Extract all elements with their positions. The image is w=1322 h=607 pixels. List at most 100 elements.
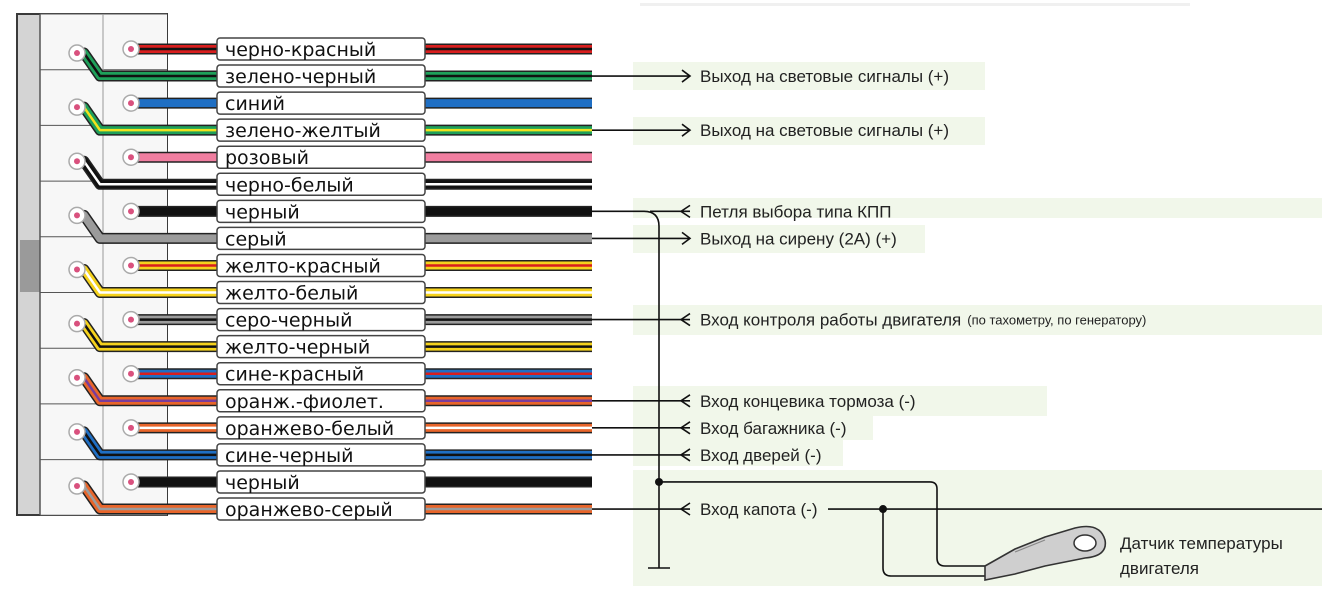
sensor-wire-b [882,509,990,577]
destination-label: Вход капота (-) [700,500,818,519]
pin-contact [128,154,134,161]
arrow-out-icon [681,231,692,246]
wire-label-box [216,361,426,386]
wire-label: серо-черный [225,310,352,332]
wire-6: черно-белый [68,152,592,196]
pin-contact [74,320,80,327]
wire-18: оранжево-серый [68,477,592,521]
arrow-in-icon [679,421,691,435]
pin-contact [128,478,134,485]
pin-contact [128,370,134,377]
destination-panel [633,470,1322,586]
pin-contact [74,483,80,490]
wire-label: серый [225,228,287,250]
sensor-ring-hole [1073,534,1097,552]
arrow-in-icon [679,312,691,327]
temperature-sensor: Датчик температуры двигателя [984,525,1283,581]
wire-label: желто-белый [225,283,358,305]
destination-label: Вход контроля работы двигателя [700,311,961,330]
destination-3: Петля выбора типа КПП [650,202,891,221]
destination-label: Выход на световые сигналы (+) [700,121,949,140]
pin-contact [128,46,134,52]
destination-1: Выход на световые сигналы (+) [592,67,949,86]
arrow-in-icon [679,448,691,462]
wire-label-box [216,334,426,359]
pin-contact [128,262,134,269]
destination-label: Выход на сирену (2А) (+) [700,229,897,248]
top-rule [640,3,1190,6]
destination-panels [633,3,1322,586]
sensor-label-line2: двигателя [1120,559,1199,578]
destination-panel [633,198,1322,218]
wire-label-box [216,118,426,142]
wire-label: оранжево-серый [225,499,393,521]
arrow-in-icon [679,204,691,219]
wire-17: черный [122,470,592,494]
ground-bus [643,210,660,568]
destination-panel [633,117,985,145]
wire-label: желто-красный [225,255,381,277]
pin-contact [128,316,134,323]
wire-label: черно-белый [225,174,354,196]
wire-label-box [216,416,426,440]
wire-12: желто-черный [68,314,592,359]
destination-panel [633,440,843,466]
wire-label: черный [225,201,300,223]
sensor-label-line1: Датчик температуры [1120,534,1283,553]
wire-13: сине-красный [122,361,592,386]
destination-panel [633,305,1322,335]
sensor-body [984,525,1107,581]
wire-label-box [216,307,426,332]
wire-label: желто-черный [225,337,370,359]
wire-4: зелено-желтый [68,98,592,142]
wire-1: черно-красный [122,37,592,61]
pin-contact [128,208,134,215]
connector-latch [20,240,40,292]
arrow-in-icon [679,502,691,516]
wire-bundle: черно-красныйзелено-черныйсинийзелено-же… [68,37,592,521]
wire-label-box [216,280,426,305]
wire-label: зелено-желтый [225,120,381,142]
wire-14: оранж.-фиолет. [68,369,592,413]
pin-contact [74,104,80,111]
destination-4: Выход на сирену (2А) (+) [592,229,897,248]
destination-6: Вход концевика тормоза (-) [592,392,916,411]
arrow-in-icon [679,394,691,408]
wire-15: оранжево-белый [122,416,592,440]
destination-7: Вход багажника (-) [592,419,847,438]
destination-label: Выход на световые сигналы (+) [700,67,949,86]
destination-panel [633,386,1047,416]
pin-contact [74,266,80,273]
pin-contact [74,158,80,165]
wire-label: черно-красный [225,39,376,61]
destination-label: Вход дверей (-) [700,446,822,465]
wire-label: оранжево-белый [225,418,394,440]
wire-label-box [216,64,426,88]
destination-panel [633,414,873,440]
wire-label-box [216,497,426,521]
destination-8: Вход дверей (-) [592,446,822,465]
wire-11: серо-черный [122,307,592,332]
wire-label: зелено-черный [225,66,376,88]
destination-panel [633,62,985,90]
wire-10: желто-белый [68,260,592,305]
wire-label-box [216,91,426,115]
wire-label-box [216,226,426,251]
destination-2: Выход на световые сигналы (+) [592,121,949,140]
destination-9: Вход капота (-) [592,500,818,519]
wire-label-box [216,389,426,413]
wire-label-box [216,443,426,467]
destination-note: (по тахометру, по генератору) [967,313,1146,328]
wire-9: желто-красный [122,253,592,278]
wire-label-box [216,253,426,278]
wire-label: сине-черный [225,445,354,467]
wire-label-box [216,470,426,494]
wire-label: черный [225,472,300,494]
wire-label-box [216,199,426,224]
wire-7: черный [122,199,592,224]
wire-label: сине-красный [225,364,364,386]
wire-2: зелено-черный [68,44,592,88]
destination-label: Петля выбора типа КПП [700,202,891,221]
pin-contact [74,428,80,435]
